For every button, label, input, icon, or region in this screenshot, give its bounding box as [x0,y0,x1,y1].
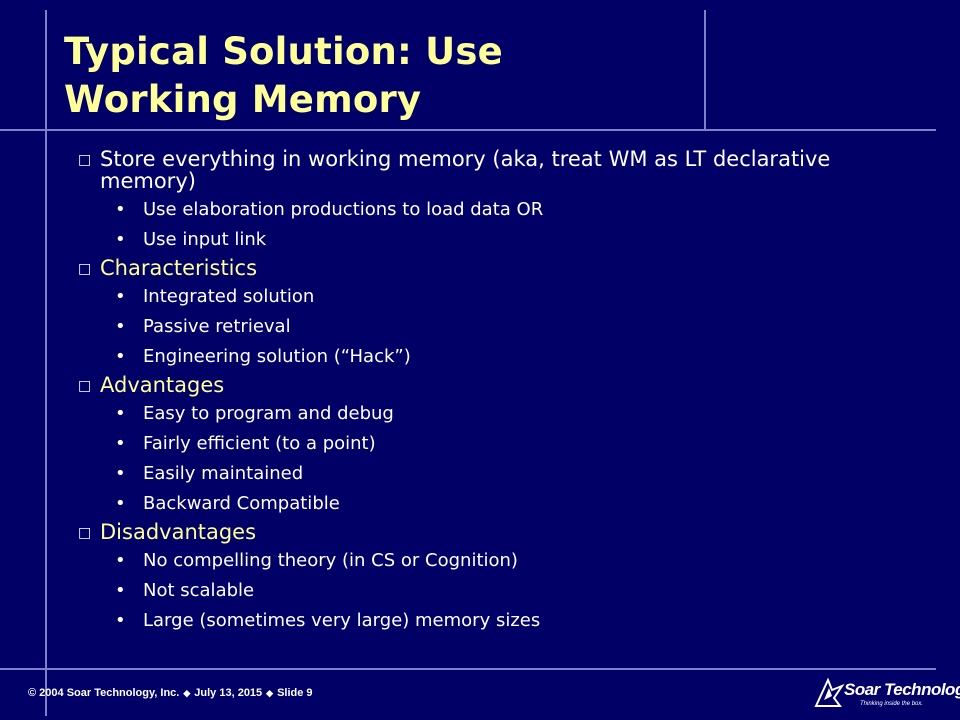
list-item-text: Easy to program and debug [143,403,394,424]
section-label: Advantages [100,373,225,397]
section-heading: □ Characteristics [78,257,878,279]
title-bottom-rule [0,129,936,131]
list-item-text: Engineering solution (“Hack”) [143,346,411,367]
slide-footer: © 2004 Soar Technology, Inc.◆July 13, 20… [28,687,313,699]
section-label: Store everything in working memory (aka,… [100,147,831,193]
title-right-vertical-rule [704,10,706,131]
dot-bullet-icon: • [115,550,126,571]
list-item: • Not scalable [78,576,878,606]
soar-logo-icon [814,677,845,707]
list-item: • Fairly efficient (to a point) [78,429,878,459]
dot-bullet-icon: • [115,346,126,367]
list-item: • No compelling theory (in CS or Cognitio… [78,546,878,576]
section-characteristics: □ Characteristics • Integrated solution •… [78,257,878,372]
list-item-text: Fairly efficient (to a point) [143,433,376,454]
list-item: • Easy to program and debug [78,399,878,429]
list-item-text: Use input link [143,229,267,250]
dot-bullet-icon: • [115,493,126,514]
section-advantages: □ Advantages •Easy to program and debug … [78,374,878,519]
dot-bullet-icon: • [115,610,126,631]
list-item-text: Passive retrieval [143,316,291,337]
list-item: • Engineering solution (“Hack”) [78,342,878,372]
section-heading: □ Disadvantages [78,521,878,543]
diamond-separator-icon: ◆ [266,688,274,698]
list-item: • Large (sometimes very large) memory siz… [78,606,878,636]
dot-bullet-icon: • [115,199,126,220]
list-item: • Integrated solution [78,282,878,312]
diamond-separator-icon: ◆ [183,688,191,698]
section-heading: □ Store everything in working memory (ak… [78,148,878,192]
dot-bullet-icon: • [115,580,126,601]
left-vertical-rule [45,10,47,716]
list-item: • Backward Compatible [78,489,878,519]
dot-bullet-icon: • [115,229,126,250]
square-bullet-icon: □ [78,152,92,168]
list-item-text: Use elaboration productions to load data… [143,199,544,220]
slide-content: □ Store everything in working memory (ak… [78,148,878,638]
soar-technology-logo: Soar Technology Thinking inside the box. [812,676,960,714]
section-heading: □ Advantages [78,374,878,396]
dot-bullet-icon: • [115,316,126,337]
footer-copyright: © 2004 Soar Technology, Inc. [28,687,180,699]
square-bullet-icon: □ [78,378,92,394]
list-item-text: Integrated solution [143,286,315,307]
footer-top-rule [0,668,936,670]
list-item-text: Easily maintained [143,463,304,484]
list-item-text: Not scalable [143,580,255,601]
dot-bullet-icon: • [115,463,126,484]
list-item-text: Large (sometimes very large) memory size… [143,610,541,631]
square-bullet-icon: □ [78,525,92,541]
dot-bullet-icon: • [115,286,126,307]
section-store-everything: □ Store everything in working memory (ak… [78,148,878,255]
logo-tagline: Thinking inside the box. [860,701,924,707]
section-label: Characteristics [100,256,258,280]
list-item: • Passive retrieval [78,312,878,342]
list-item: • Use elaboration productions to load dat… [78,195,878,225]
section-label: Disadvantages [100,520,257,544]
footer-date: July 13, 2015 [194,687,263,699]
list-item-text: No compelling theory (in CS or Cognition… [143,550,518,571]
list-item: • Easily maintained [78,459,878,489]
list-item: • Use input link [78,225,878,255]
dot-bullet-icon: • [115,433,126,454]
square-bullet-icon: □ [78,261,92,277]
section-disadvantages: □ Disadvantages • No compelling theory (i… [78,521,878,636]
dot-bullet-icon: • [115,403,126,424]
logo-name: Soar Technology [844,680,960,699]
list-item-text: Backward Compatible [143,493,340,514]
footer-slide-number: Slide 9 [277,687,313,699]
slide-title: Typical Solution: Use Working Memory [64,30,503,121]
